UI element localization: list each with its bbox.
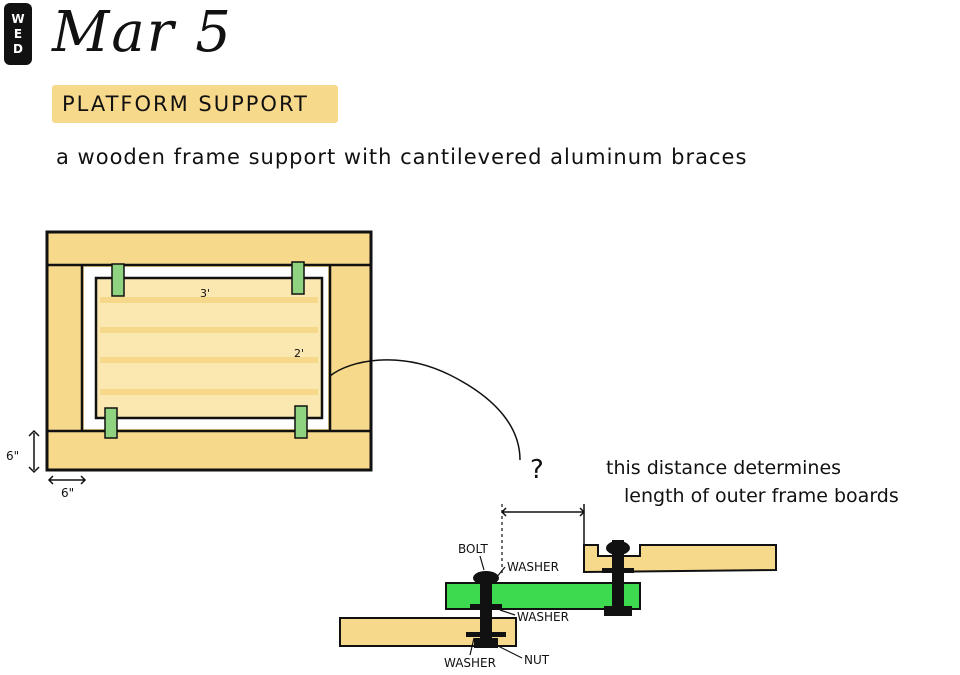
callout-curve xyxy=(329,359,521,461)
brace-tab xyxy=(104,407,118,439)
frame-top-view: 3' 2' 6" 6" xyxy=(6,230,373,500)
bolt-label: BOLT xyxy=(458,542,489,556)
right-bolt-head xyxy=(606,541,630,555)
day-letter: D xyxy=(13,41,23,56)
left-nut xyxy=(474,638,498,648)
board-height-label: 6" xyxy=(6,449,19,463)
left-bolt-head xyxy=(473,571,499,585)
left-bolt-shaft xyxy=(480,572,492,648)
day-of-week-tab: W E D xyxy=(4,3,32,65)
platform-grain xyxy=(100,297,318,395)
date-title: Mar 5 xyxy=(52,0,233,65)
width-label: 3' xyxy=(200,287,210,300)
board-height-arrow xyxy=(28,429,40,474)
bolt-detail: BOLT WASHER WASHER WASHER NUT xyxy=(339,540,777,670)
note-line-1: this distance determines xyxy=(606,457,841,479)
section-label: PLATFORM SUPPORT xyxy=(52,85,338,123)
right-washer xyxy=(602,568,634,573)
right-bolt-shaft xyxy=(612,540,624,616)
right-nut xyxy=(604,606,632,616)
distance-arrow xyxy=(500,507,586,517)
brace-tab xyxy=(291,261,305,295)
note-line-2: length of outer frame boards xyxy=(624,485,899,507)
washer-mid-label: WASHER xyxy=(517,610,569,624)
left-washer-top xyxy=(470,604,502,609)
washer-top-label: WASHER xyxy=(507,560,559,574)
board-width-label: 6" xyxy=(61,486,74,500)
board-width-arrow xyxy=(47,475,87,485)
height-label: 2' xyxy=(294,347,304,360)
day-letter: E xyxy=(13,26,23,41)
brace-tab xyxy=(294,405,308,439)
outer-frame-board xyxy=(583,544,777,574)
subtitle: a wooden frame support with cantilevered… xyxy=(56,145,748,169)
question-mark: ? xyxy=(530,455,544,485)
washer-bottom-label: WASHER xyxy=(444,656,496,670)
brace-tab xyxy=(111,263,125,297)
day-letter: W xyxy=(11,11,25,26)
nut-label: NUT xyxy=(524,653,550,667)
left-washer-bottom xyxy=(466,632,506,637)
